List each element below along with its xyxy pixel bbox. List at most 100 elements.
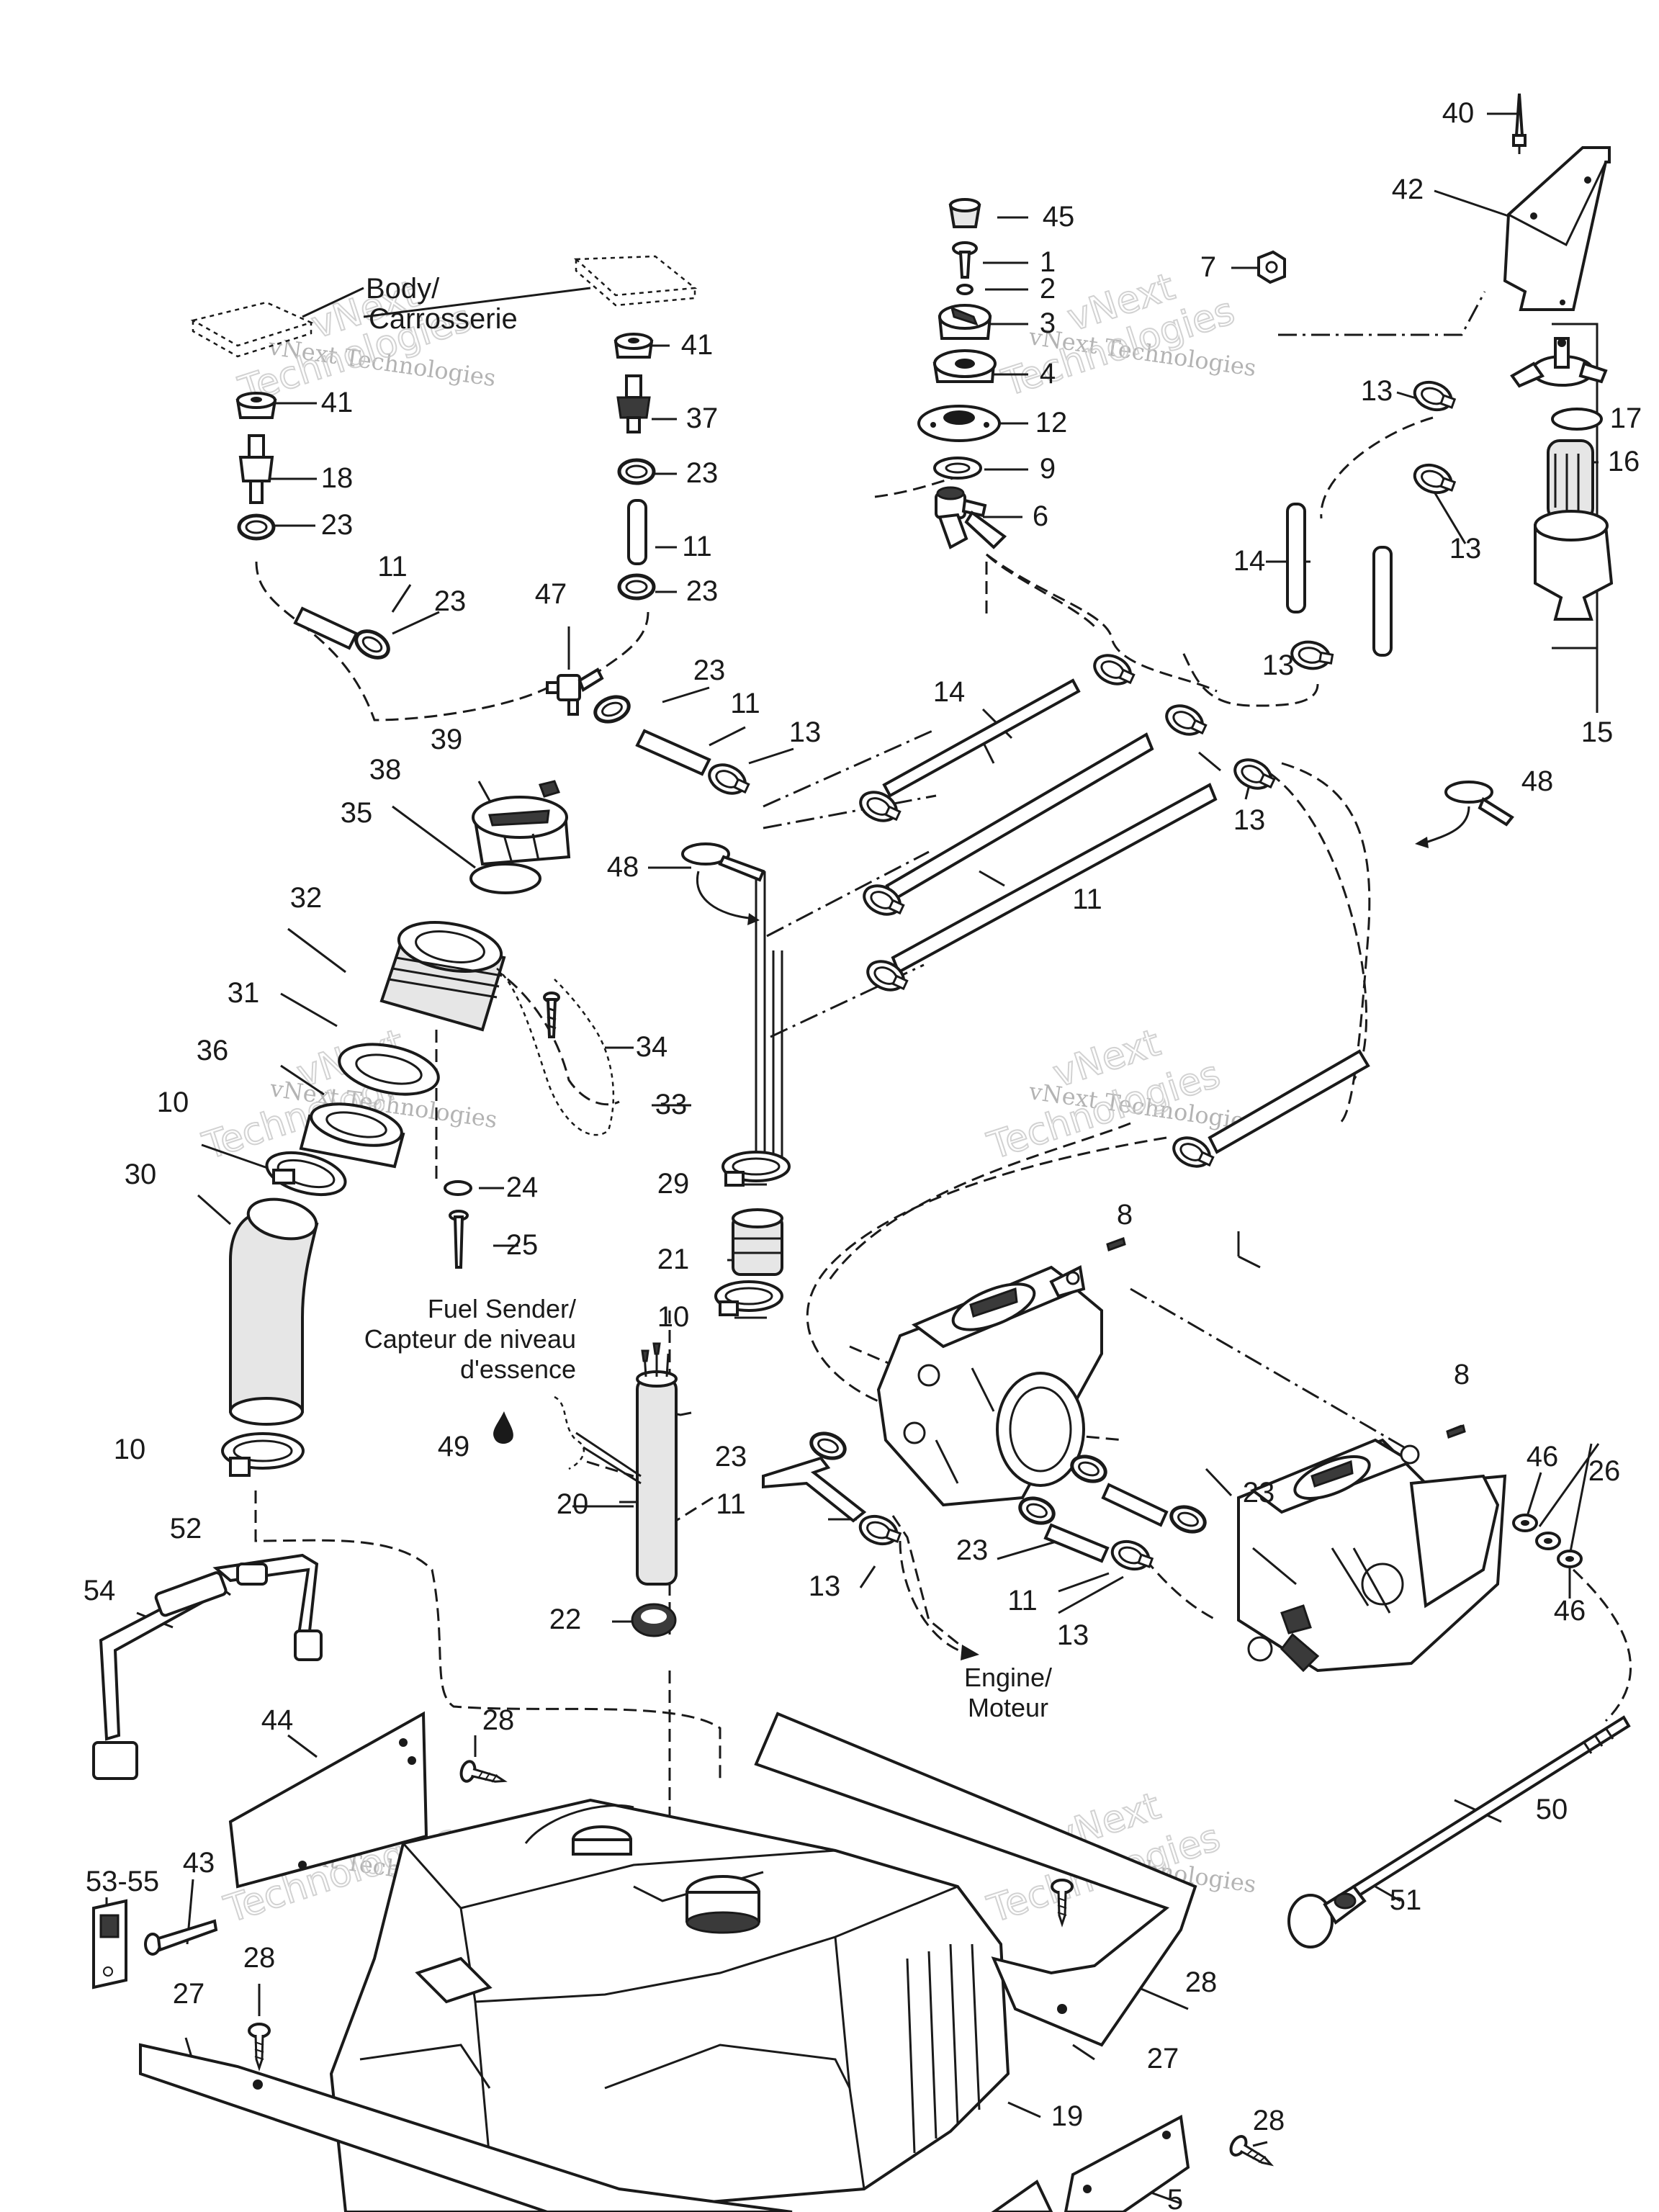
sensor-wire-bundle (554, 1395, 642, 1485)
callout-23: 23 (686, 457, 719, 489)
callout-7: 7 (1200, 251, 1216, 283)
callout-29: 29 (657, 1168, 690, 1200)
clamp-part-10 (714, 1280, 783, 1316)
callout-17: 17 (1610, 403, 1642, 434)
callout-33: 33 (655, 1089, 688, 1120)
oring-part-35 (469, 863, 541, 894)
hose-part-14 (882, 678, 1081, 798)
callout-52: 52 (170, 1513, 202, 1545)
ring-part-23 (808, 1429, 848, 1462)
callout-28: 28 (1185, 1966, 1218, 1998)
callout-13: 13 (1262, 649, 1295, 681)
plug-part-39 (539, 780, 561, 798)
screw-part-1 (952, 241, 978, 279)
fitting-part-37 (616, 374, 651, 433)
fuel-sender-cap-22 (631, 1603, 677, 1637)
callout-4: 4 (1040, 358, 1056, 390)
grommet-part-21 (732, 1208, 783, 1276)
ring-part-23 (351, 626, 393, 663)
arrow-head (747, 913, 760, 925)
callout-3: 3 (1040, 307, 1056, 339)
callout-11: 11 (377, 551, 408, 583)
callout-11: 11 (716, 1488, 746, 1520)
hose-part-11 (1101, 1483, 1169, 1527)
washer-part-46 (1512, 1514, 1538, 1532)
callout-43: 43 (183, 1847, 215, 1879)
callout-39: 39 (431, 724, 463, 755)
hose-part-14 (1208, 1049, 1370, 1154)
choke-cable-50 (1352, 1715, 1631, 1897)
cable-tie-48 (681, 842, 765, 882)
body-caption-leader (302, 287, 591, 318)
clamp-part-13 (1409, 459, 1460, 500)
screw-part-34 (543, 992, 560, 1038)
ring-part-23 (1168, 1503, 1208, 1536)
callout-16: 16 (1608, 446, 1640, 477)
screw-part-28 (457, 1758, 508, 1792)
callout-23: 23 (715, 1441, 747, 1473)
callout-19: 19 (1051, 2100, 1084, 2132)
nut-part-36 (299, 1102, 405, 1169)
callout-46: 46 (1527, 1441, 1559, 1473)
callout-48: 48 (1521, 765, 1554, 797)
fuel-sender-20 (636, 1342, 678, 1586)
buckle-part-53-55 (92, 1899, 127, 1990)
fuel-filter-housing-15 (1534, 408, 1614, 621)
callout-14: 14 (933, 676, 966, 708)
callout-9: 9 (1040, 453, 1056, 485)
callout-23: 23 (1243, 1477, 1275, 1509)
callout-6: 6 (1033, 500, 1048, 532)
plate-part-12 (917, 405, 1001, 442)
captions: Body/ Carrosserie Fuel Sender/ Capteur d… (302, 273, 1052, 1722)
ring-part-23 (619, 460, 654, 483)
callout-53-55: 53-55 (86, 1866, 159, 1897)
ring-part-23 (619, 575, 654, 598)
callout-23: 23 (434, 585, 467, 617)
rail-part-27-left (139, 2043, 793, 2212)
rivet-part-25 (449, 1210, 469, 1269)
screw-part-8 (1106, 1237, 1126, 1251)
arrow-head (1415, 837, 1429, 848)
callout-15: 15 (1581, 716, 1614, 748)
clamp-part-13 (1228, 752, 1280, 796)
callout-21: 21 (657, 1244, 690, 1275)
callout-36: 36 (197, 1035, 229, 1066)
callout-13: 13 (809, 1570, 841, 1602)
mounting-bracket-42 (1503, 146, 1611, 311)
callout-13: 13 (1449, 533, 1482, 565)
fuel-drop-icon (493, 1411, 513, 1444)
callout-13: 13 (789, 716, 822, 748)
clamp-part-13 (855, 1510, 905, 1552)
callout-32: 32 (290, 882, 323, 914)
callout-14: 14 (1233, 545, 1266, 577)
carburetor-left (876, 1265, 1103, 1507)
callout-12: 12 (1035, 407, 1068, 439)
fuel-filter-head (1510, 337, 1608, 388)
hose-part-11-elbow (762, 1456, 867, 1523)
callout-35: 35 (341, 797, 373, 829)
fuel-sender-caption-line1: Fuel Sender/ (428, 1294, 576, 1323)
washer-part-46 (1535, 1532, 1561, 1550)
screw-part-28 (248, 2023, 271, 2069)
callout-11: 11 (682, 531, 712, 562)
fitting-part-18 (238, 434, 274, 504)
callout-40: 40 (1442, 97, 1475, 129)
engine-direction-arrow (899, 1540, 979, 1660)
callout-50: 50 (1536, 1794, 1568, 1825)
clamp-part-13 (1409, 376, 1460, 418)
body-panel-outline (190, 255, 698, 358)
fuel-hose-30 (229, 1197, 319, 1426)
callout-51: 51 (1390, 1884, 1422, 1916)
hose-part-11 (1043, 1523, 1110, 1563)
callout-49: 49 (438, 1431, 470, 1462)
callout-47: 47 (535, 578, 567, 610)
callout-18: 18 (321, 462, 354, 494)
callout-41: 41 (681, 329, 714, 361)
arrow-curve (1425, 806, 1470, 844)
arrow-curve (696, 871, 750, 920)
valve-part-6 (935, 486, 1007, 549)
clamp-part-13 (703, 757, 754, 801)
hose-part-11 (635, 729, 711, 776)
callout-5: 5 (1167, 2184, 1183, 2212)
nut-part-4 (932, 349, 997, 383)
